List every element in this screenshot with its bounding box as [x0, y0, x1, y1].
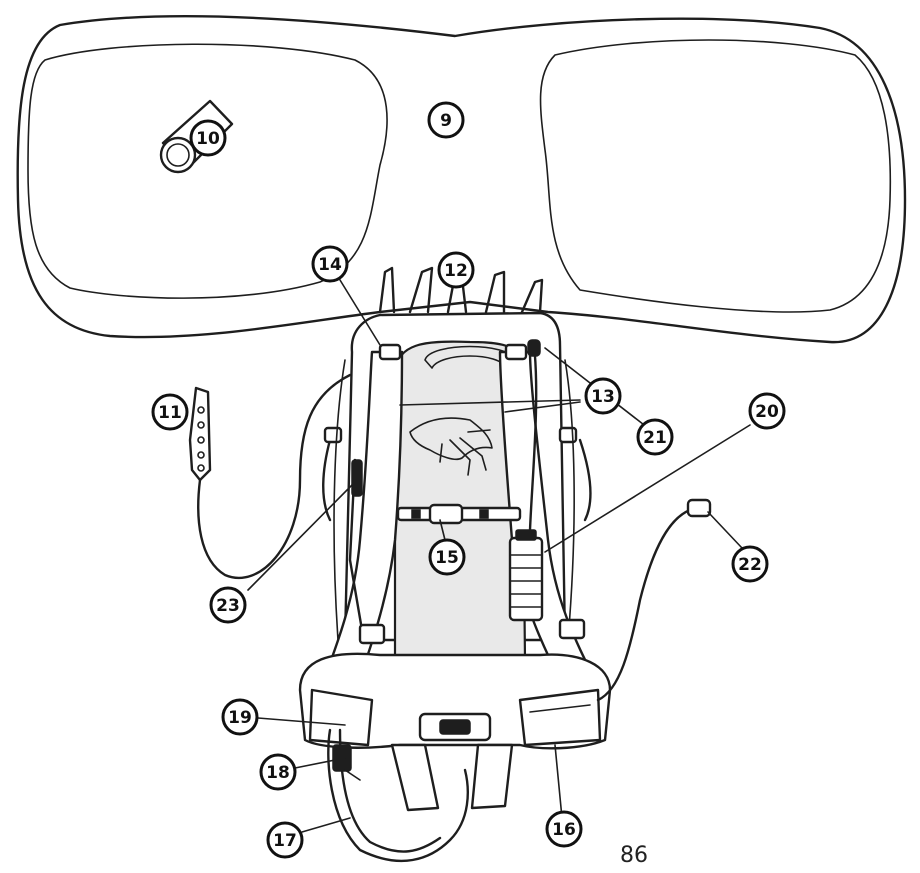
svg-text:13: 13 [591, 387, 615, 407]
callout-23: 23 [209, 586, 247, 624]
svg-text:15: 15 [435, 548, 459, 568]
hip-belt [298, 618, 612, 812]
svg-text:18: 18 [266, 763, 290, 783]
svg-text:16: 16 [552, 820, 576, 840]
svg-text:23: 23 [216, 596, 240, 616]
svg-text:11: 11 [158, 403, 182, 423]
airbag [16, 15, 907, 344]
callout-9: 9 [427, 101, 465, 139]
callout-18: 18 [259, 753, 297, 791]
svg-text:17: 17 [273, 831, 297, 851]
callout-10: 10 [189, 119, 227, 157]
callout-12: 12 [437, 251, 475, 289]
page-number: 86 [620, 843, 648, 868]
callout-16: 16 [545, 810, 583, 848]
trigger-handle [188, 373, 352, 580]
svg-text:10: 10 [196, 129, 220, 149]
callout-15: 15 [428, 538, 466, 576]
callout-20: 20 [748, 392, 786, 430]
callout-19: 19 [221, 698, 259, 736]
radio-mount [508, 529, 544, 622]
callout-17: 17 [266, 821, 304, 859]
svg-text:22: 22 [738, 555, 762, 575]
svg-text:19: 19 [228, 708, 252, 728]
callout-22: 22 [731, 545, 769, 583]
callout-14: 14 [311, 245, 349, 283]
callout-21: 21 [636, 418, 674, 456]
svg-text:21: 21 [643, 428, 667, 448]
svg-text:14: 14 [318, 255, 342, 275]
hydration-tube [596, 498, 712, 702]
svg-text:9: 9 [440, 111, 452, 131]
svg-text:20: 20 [755, 402, 779, 422]
callout-13: 13 [584, 377, 622, 415]
sternum-strap [396, 503, 522, 525]
callout-11: 11 [151, 393, 189, 431]
svg-text:12: 12 [444, 261, 468, 281]
